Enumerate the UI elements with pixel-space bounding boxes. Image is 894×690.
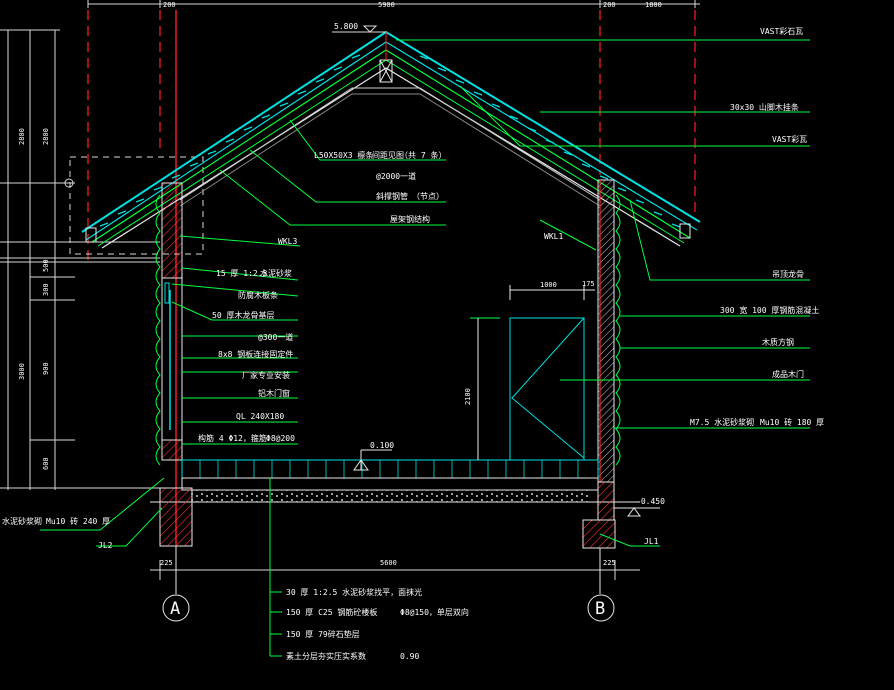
floor-layer-3: 150 厚 79碎石垫层 [286, 629, 360, 639]
label-truss-qty: （节点） [412, 192, 444, 201]
label-stirrup: Φ8@200 [266, 434, 295, 443]
left-dim-1: 2800 [18, 128, 26, 145]
label-right-membrane: VAST彩瓦 [772, 134, 807, 144]
label-right-footing: JL1 [644, 537, 659, 546]
roof [81, 30, 701, 249]
floor-elevation: 0.100 [370, 441, 394, 450]
left-dim-5: 900 [42, 362, 50, 375]
outside-elevation: -0.450 [636, 497, 665, 506]
label-mortar-15: 15 厚 1:2.5 [216, 269, 268, 278]
label-spacing-2000: @2000一道 [376, 171, 416, 181]
label-right-wall: M7.5 水泥砂浆砌 [690, 417, 754, 427]
top-dim-4: 1800 [645, 1, 662, 9]
door: 2100 [464, 317, 585, 461]
label-left-wall: 水泥砂浆砌 [2, 516, 42, 526]
left-dim-7: 600 [42, 457, 50, 470]
left-dimension-chain: 2800 2800 500 300 900 3000 600 [0, 29, 160, 490]
label-wkl3: WKL3 [278, 237, 297, 246]
label-left-footing: JL2 [98, 541, 113, 550]
floor-layer-4-value: 0.90 [400, 652, 419, 661]
label-truss-member: 斜撑钢管 [376, 191, 408, 201]
bottom-dimension: 225 5600 225 [150, 559, 640, 580]
label-insulation: 防腐木板条 [238, 290, 278, 300]
label-purlin-count: （共 7 条） [400, 150, 446, 160]
label-bolts: 8x8 钢板连接固定件 [218, 349, 293, 359]
right-footing [582, 519, 616, 549]
label-right-tiles: VAST彩石瓦 [760, 26, 803, 36]
label-keel-50: 50 厚木龙骨基层 [212, 310, 274, 320]
label-vendor: 厂家专业安装 [242, 370, 290, 380]
label-door: 成品木门 [772, 369, 804, 379]
floor-layer-4: 素土分层夯实压实系数 [286, 651, 366, 661]
label-rebar: 构筋 4 Φ12，箍筋 [198, 433, 267, 443]
label-batten: 30x30 山脚木挂条 [730, 102, 799, 112]
bottom-dim-right: 225 [603, 559, 616, 567]
label-ceiling: 吊顶龙骨 [772, 269, 804, 279]
label-lintel: QL 240X180 [236, 412, 284, 421]
right-wall [597, 179, 621, 483]
label-bottom-bracket: 300 宽 100 厚钢筋混凝土 [720, 305, 819, 315]
eave-detail-box [69, 156, 204, 255]
floor-layer-2: 150 厚 C25 钢筋砼楼板 [286, 607, 377, 617]
left-footing [159, 487, 193, 547]
label-purlin-note: 间距见图 [372, 151, 404, 160]
bottom-dim-span: 5600 [380, 559, 397, 567]
left-dim-2: 2800 [42, 128, 50, 145]
wall-offset-dim: 175 [582, 280, 595, 288]
top-dim-1: 200 [163, 1, 176, 9]
left-dim-4: 300 [42, 283, 50, 296]
bottom-dim-left: 225 [160, 559, 173, 567]
label-truss: 屋架钢结构 [390, 214, 430, 224]
axis-label-b: B [595, 599, 605, 619]
axis-bubble-b [587, 594, 615, 622]
door-width-dim: 1000 [540, 281, 557, 289]
floor-slab [150, 459, 640, 503]
floor-layer-1: 30 厚 1:2.5 水泥砂浆找平，面抹光 [286, 587, 422, 597]
door-height-dim: 2100 [464, 388, 472, 405]
label-window-frame: 铝木门窗 [258, 388, 290, 398]
top-dim-2: 5900 [378, 1, 395, 9]
ridge-elevation: 5.800 [334, 22, 358, 31]
label-left-brick: Mu10 砖 240 厚 [46, 516, 110, 526]
floor-layer-2-rebar: Φ8@150，单层双向 [400, 607, 469, 617]
label-purlin-spec: L50X50X3 檩条 [314, 150, 373, 160]
axis-label-a: A [170, 599, 180, 619]
top-dimension-line: 200 5900 200 1800 [87, 0, 700, 9]
left-dim-3: 500 [42, 259, 50, 272]
top-dim-3: 200 [603, 1, 616, 9]
left-dim-6: 3000 [18, 363, 26, 380]
axis-bubble-a [162, 594, 190, 622]
label-right-brick: Mu10 砖 180 厚 [760, 417, 824, 427]
label-keel-spacing: @300一道 [258, 332, 293, 342]
label-mortar-15b: 水泥砂浆 [260, 268, 292, 278]
leader-lines [40, 39, 810, 657]
left-wall [155, 182, 183, 466]
label-wkl1: WKL1 [544, 232, 563, 241]
label-steel-member: 木质方钢 [762, 337, 794, 347]
